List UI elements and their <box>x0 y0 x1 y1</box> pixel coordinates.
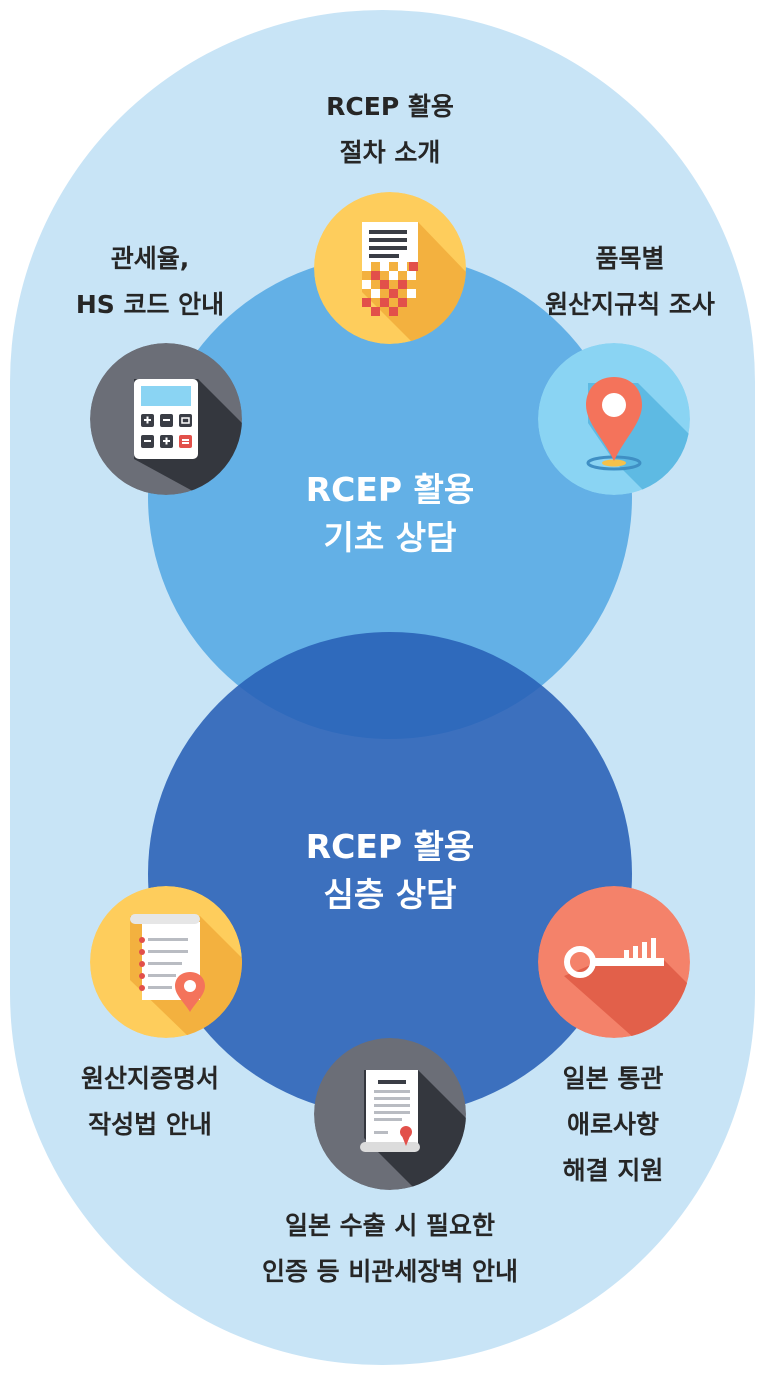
customs-label: 일본 통관 애로사항 해결 지원 <box>562 1064 664 1185</box>
deep-consulting-label: RCEP 활용 심층 상담 <box>305 827 475 914</box>
certificate-label: 원산지증명서 작성법 안내 <box>80 1064 219 1139</box>
checklist-icon <box>90 886 242 1038</box>
tariff-label: 관세율, HS 코드 안내 <box>75 244 225 319</box>
procedure-label: RCEP 활용 절차 소개 <box>326 92 454 167</box>
certificate-scroll-icon <box>314 1038 466 1190</box>
document-icon <box>314 192 466 344</box>
location-pin-icon <box>538 343 690 495</box>
calculator-icon <box>90 343 242 495</box>
key-icon <box>538 886 690 1038</box>
non-tariff-label: 일본 수출 시 필요한 인증 등 비관세장벽 안내 <box>261 1211 519 1286</box>
origin-rules-label: 품목별 원산지규칙 조사 <box>545 244 715 319</box>
basic-consulting-label: RCEP 활용 기초 상담 <box>305 470 475 557</box>
